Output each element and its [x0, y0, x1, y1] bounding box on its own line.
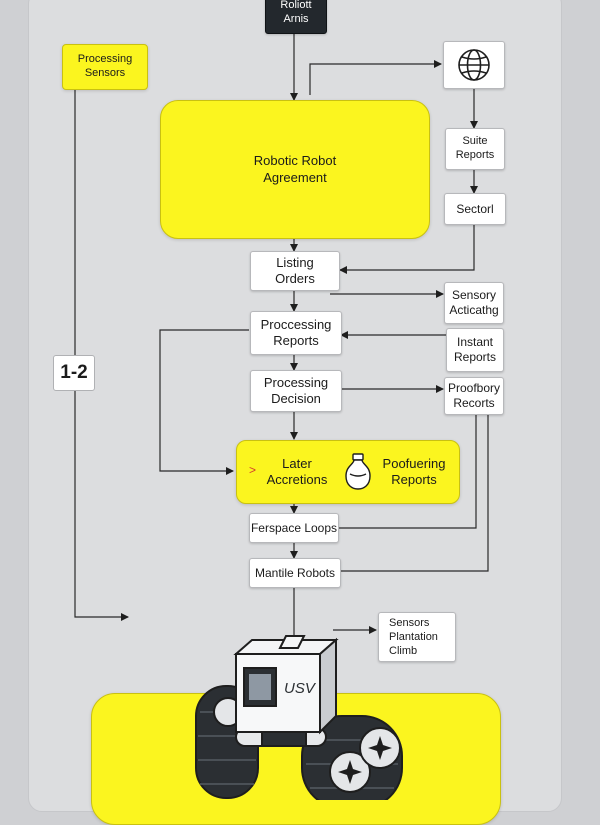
edge-spine-globe [309, 60, 442, 95]
edge-side-mantile [338, 412, 489, 572]
side-label-box: 1-2 [53, 355, 95, 391]
globe-icon [458, 49, 490, 81]
node-ferspace-loops[interactable]: Ferspace Loops [249, 513, 339, 543]
node-sectorl[interactable]: Sectorl [444, 193, 506, 225]
red-chevron-icon: > [249, 463, 257, 477]
later-accretions-label: Later Accretions [266, 456, 328, 487]
robot-illustration [195, 635, 403, 800]
node-arms[interactable]: Roliott Arnis [265, 0, 327, 34]
node-sensory[interactable]: Sensory Acticathg [444, 282, 504, 324]
node-globe[interactable] [443, 41, 505, 89]
connector-layer [74, 32, 489, 635]
edge-loop-left [159, 329, 249, 475]
robot-label: USV [284, 680, 315, 697]
node-sensors-plantation[interactable]: Sensors Plantation Climb [378, 612, 456, 662]
node-processing-decision[interactable]: Processing Decision [250, 370, 342, 412]
node-proofbory-recorts[interactable]: Proofbory Recorts [444, 377, 504, 415]
node-later-poofuering[interactable]: > Later Accretions Poofuering Reports [236, 440, 460, 504]
node-mantile-robots[interactable]: Mantile Robots [249, 558, 341, 588]
node-instant-reports[interactable]: Instant Reports [446, 328, 504, 372]
poofuering-reports-label: Poofuering Reports [382, 456, 446, 487]
edge-sensors-down [74, 88, 129, 621]
node-listing-orders[interactable]: Listing Orders [250, 251, 340, 291]
node-proccessing-reports[interactable]: Proccessing Reports [250, 311, 342, 355]
edge-sectorl-listing [339, 223, 475, 274]
node-suite-reports[interactable]: Suite Reports [445, 128, 505, 170]
node-processing-sensors[interactable]: Processing Sensors [62, 44, 148, 90]
node-robotic-robot-agreement[interactable]: Robotic Robot Agreement [160, 100, 430, 239]
edge-proofbory-ferspace [336, 413, 477, 529]
vase-icon [345, 453, 371, 490]
